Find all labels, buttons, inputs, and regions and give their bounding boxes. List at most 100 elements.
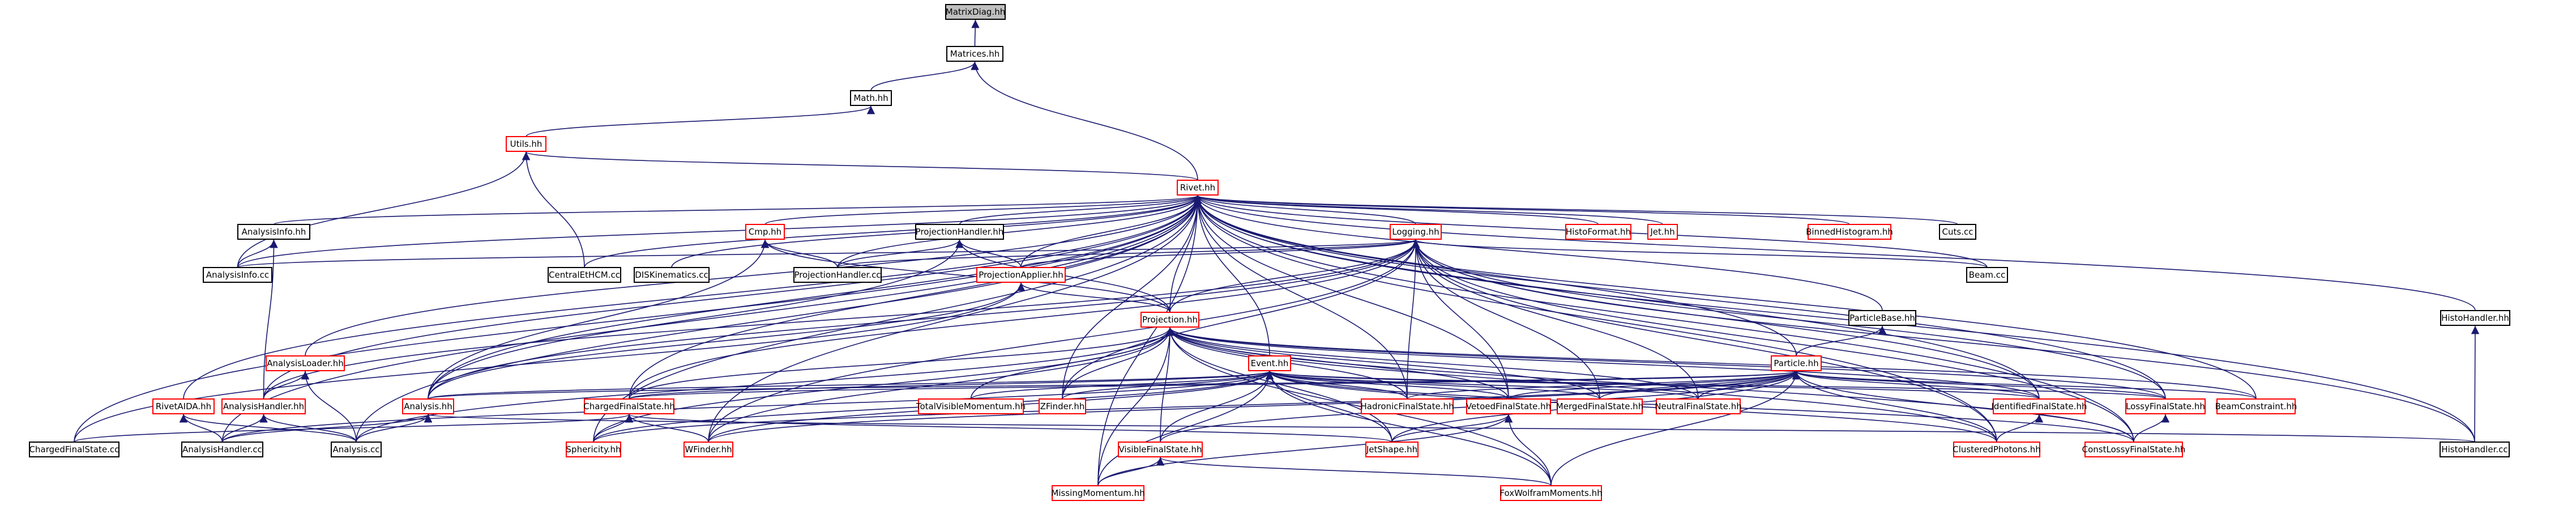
node-identifiedfinalstate-hh[interactable]: IdentifiedFinalState.hh	[1992, 398, 2087, 414]
node-logging-hh[interactable]: Logging.hh	[1390, 224, 1442, 240]
node-box[interactable]	[1177, 180, 1219, 196]
node-projectionhandler-hh[interactable]: ProjectionHandler.hh	[915, 224, 1004, 240]
node-box[interactable]	[1771, 355, 1822, 371]
node-analysishandler-cc[interactable]: AnalysisHandler.cc	[181, 442, 263, 457]
node-matrixdiag-hh[interactable]: MatrixDiag.hh	[945, 4, 1006, 20]
node-box[interactable]	[2440, 310, 2510, 326]
node-box[interactable]	[402, 398, 454, 414]
node-analysis-hh[interactable]: Analysis.hh	[402, 398, 454, 414]
node-particlebase-hh[interactable]: ParticleBase.hh	[1848, 310, 1916, 326]
node-box[interactable]	[793, 267, 882, 283]
node-binnedhistogram-hh[interactable]: BinnedHistogram.hh	[1806, 224, 1893, 240]
node-box[interactable]	[548, 267, 621, 283]
node-beam-cc[interactable]: Beam.cc	[1966, 267, 2008, 283]
node-histoformat-hh[interactable]: HistoFormat.hh	[1565, 224, 1631, 240]
node-mergedfinalstate-hh[interactable]: MergedFinalState.hh	[1556, 398, 1643, 414]
node-hadronicfinalstate-hh[interactable]: HadronicFinalState.hh	[1361, 398, 1454, 414]
node-foxwolframmoments-hh[interactable]: FoxWolframMoments.hh	[1500, 485, 1603, 501]
node-box[interactable]	[2125, 398, 2206, 414]
node-rivet-hh[interactable]: Rivet.hh	[1177, 180, 1219, 196]
node-box[interactable]	[1953, 442, 2040, 457]
node-utils-hh[interactable]: Utils.hh	[506, 136, 546, 152]
node-box[interactable]	[683, 442, 733, 457]
node-histohandler-hh[interactable]: HistoHandler.hh	[2440, 310, 2510, 326]
node-missingmomentum-hh[interactable]: MissingMomentum.hh	[1051, 485, 1145, 501]
node-box[interactable]	[152, 398, 215, 414]
node-box[interactable]	[506, 136, 546, 152]
node-box[interactable]	[945, 4, 1006, 20]
node-box[interactable]	[331, 442, 382, 457]
node-diskinematics-cc[interactable]: DISKinematics.cc	[634, 267, 710, 283]
node-cuts-cc[interactable]: Cuts.cc	[1939, 224, 1976, 240]
node-box[interactable]	[237, 224, 310, 240]
node-box[interactable]	[1848, 310, 1916, 326]
node-chargedfinalstate-hh[interactable]: ChargedFinalState.hh	[583, 398, 675, 414]
node-projectionhandler-cc[interactable]: ProjectionHandler.cc	[793, 267, 882, 283]
node-box[interactable]	[1565, 224, 1631, 240]
node-visiblefinalstate-hh[interactable]: VisibleFinalState.hh	[1118, 442, 1203, 457]
node-box[interactable]	[634, 267, 710, 283]
node-jetshape-hh[interactable]: JetShape.hh	[1365, 442, 1419, 457]
node-box[interactable]	[745, 224, 785, 240]
node-chargedfinalstate-cc[interactable]: ChargedFinalState.cc	[29, 442, 119, 457]
node-sphericity-hh[interactable]: Sphericity.hh	[566, 442, 621, 457]
node-neutralfinalstate-hh[interactable]: NeutralFinalState.hh	[1655, 398, 1742, 414]
node-box[interactable]	[266, 355, 345, 371]
node-constlossyfinalstate-hh[interactable]: ConstLossyFinalState.hh	[2082, 442, 2186, 457]
node-box[interactable]	[850, 90, 892, 106]
node-box[interactable]	[1140, 312, 1199, 328]
node-wfinder-hh[interactable]: WFinder.hh	[683, 442, 733, 457]
node-box[interactable]	[1808, 224, 1891, 240]
node-lossyfinalstate-hh[interactable]: LossyFinalState.hh	[2125, 398, 2206, 414]
node-projection-hh[interactable]: Projection.hh	[1140, 312, 1199, 328]
node-box[interactable]	[1647, 224, 1678, 240]
node-particle-hh[interactable]: Particle.hh	[1771, 355, 1822, 371]
node-vetoedfinalstate-hh[interactable]: VetoedFinalState.hh	[1466, 398, 1551, 414]
node-box[interactable]	[1390, 224, 1442, 240]
node-box[interactable]	[946, 46, 1003, 62]
node-matrices-hh[interactable]: Matrices.hh	[946, 46, 1003, 62]
node-box[interactable]	[203, 267, 272, 283]
node-box[interactable]	[2084, 442, 2183, 457]
node-box[interactable]	[1557, 398, 1643, 414]
node-box[interactable]	[584, 398, 674, 414]
node-rivetaida-hh[interactable]: RivetAIDA.hh	[152, 398, 215, 414]
node-box[interactable]	[221, 398, 306, 414]
node-box[interactable]	[29, 442, 119, 457]
node-box[interactable]	[1466, 398, 1551, 414]
node-box[interactable]	[915, 224, 1004, 240]
node-analysis-cc[interactable]: Analysis.cc	[331, 442, 382, 457]
node-analysisinfo-cc[interactable]: AnalysisInfo.cc	[203, 267, 272, 283]
node-analysisloader-hh[interactable]: AnalysisLoader.hh	[266, 355, 345, 371]
node-box[interactable]	[1656, 398, 1741, 414]
node-box[interactable]	[1939, 224, 1976, 240]
node-histohandler-cc[interactable]: HistoHandler.cc	[2440, 442, 2510, 457]
node-projectionapplier-hh[interactable]: ProjectionApplier.hh	[976, 267, 1066, 283]
node-box[interactable]	[2440, 442, 2510, 457]
node-box[interactable]	[2216, 398, 2296, 414]
node-box[interactable]	[1966, 267, 2008, 283]
node-jet-hh[interactable]: Jet.hh	[1647, 224, 1678, 240]
node-box[interactable]	[976, 267, 1066, 283]
node-beamconstraint-hh[interactable]: BeamConstraint.hh	[2215, 398, 2297, 414]
node-box[interactable]	[1361, 398, 1454, 414]
node-box[interactable]	[1365, 442, 1419, 457]
node-box[interactable]	[1500, 485, 1602, 501]
node-cmp-hh[interactable]: Cmp.hh	[745, 224, 785, 240]
node-clusteredphotons-hh[interactable]: ClusteredPhotons.hh	[1953, 442, 2041, 457]
node-box[interactable]	[1993, 398, 2086, 414]
node-box[interactable]	[566, 442, 621, 457]
node-box[interactable]	[1248, 355, 1291, 371]
node-zfinder-hh[interactable]: ZFinder.hh	[1039, 398, 1086, 414]
node-box[interactable]	[181, 442, 263, 457]
node-box[interactable]	[918, 398, 1024, 414]
node-totalvisiblemomentum-hh[interactable]: TotalVisibleMomentum.hh	[916, 398, 1026, 414]
node-math-hh[interactable]: Math.hh	[850, 90, 892, 106]
node-box[interactable]	[1118, 442, 1203, 457]
node-box[interactable]	[1039, 398, 1086, 414]
node-analysisinfo-hh[interactable]: AnalysisInfo.hh	[237, 224, 310, 240]
node-centralethcm-cc[interactable]: CentralEtHCM.cc	[548, 267, 621, 283]
node-event-hh[interactable]: Event.hh	[1248, 355, 1291, 371]
node-analysishandler-hh[interactable]: AnalysisHandler.hh	[221, 398, 306, 414]
node-box[interactable]	[1052, 485, 1144, 501]
